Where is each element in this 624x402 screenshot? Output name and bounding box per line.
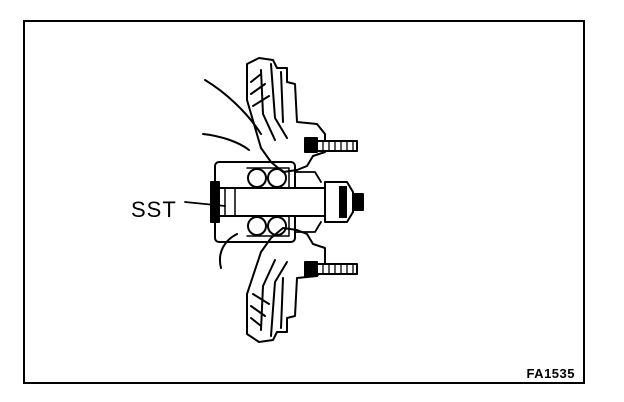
bearing-ball bbox=[247, 168, 267, 188]
figure-frame: SST FA1535 bbox=[23, 20, 585, 384]
lower-flange-detail bbox=[260, 259, 288, 337]
sst-callout-label: SST bbox=[131, 197, 177, 222]
lower-rim-hatch bbox=[250, 293, 270, 327]
figure-code: FA1535 bbox=[526, 366, 575, 381]
upper-hub-bolt bbox=[304, 137, 318, 153]
lower-hub-bolt bbox=[304, 261, 318, 277]
bearing-ball bbox=[267, 168, 287, 188]
sst-tool-shaft bbox=[210, 187, 340, 217]
sst-leader-line bbox=[184, 201, 226, 207]
upper-rim-hatch bbox=[250, 73, 270, 107]
knuckle-line-lower bbox=[219, 233, 238, 269]
knuckle-line-upper bbox=[204, 79, 262, 135]
upper-flange-detail bbox=[260, 63, 288, 141]
hub-assembly-drawing bbox=[184, 57, 364, 343]
tool-thread-end bbox=[352, 193, 364, 211]
bearing-ball bbox=[247, 216, 267, 236]
knuckle-line-upper-2 bbox=[202, 133, 250, 151]
tool-end-cap bbox=[210, 181, 220, 223]
